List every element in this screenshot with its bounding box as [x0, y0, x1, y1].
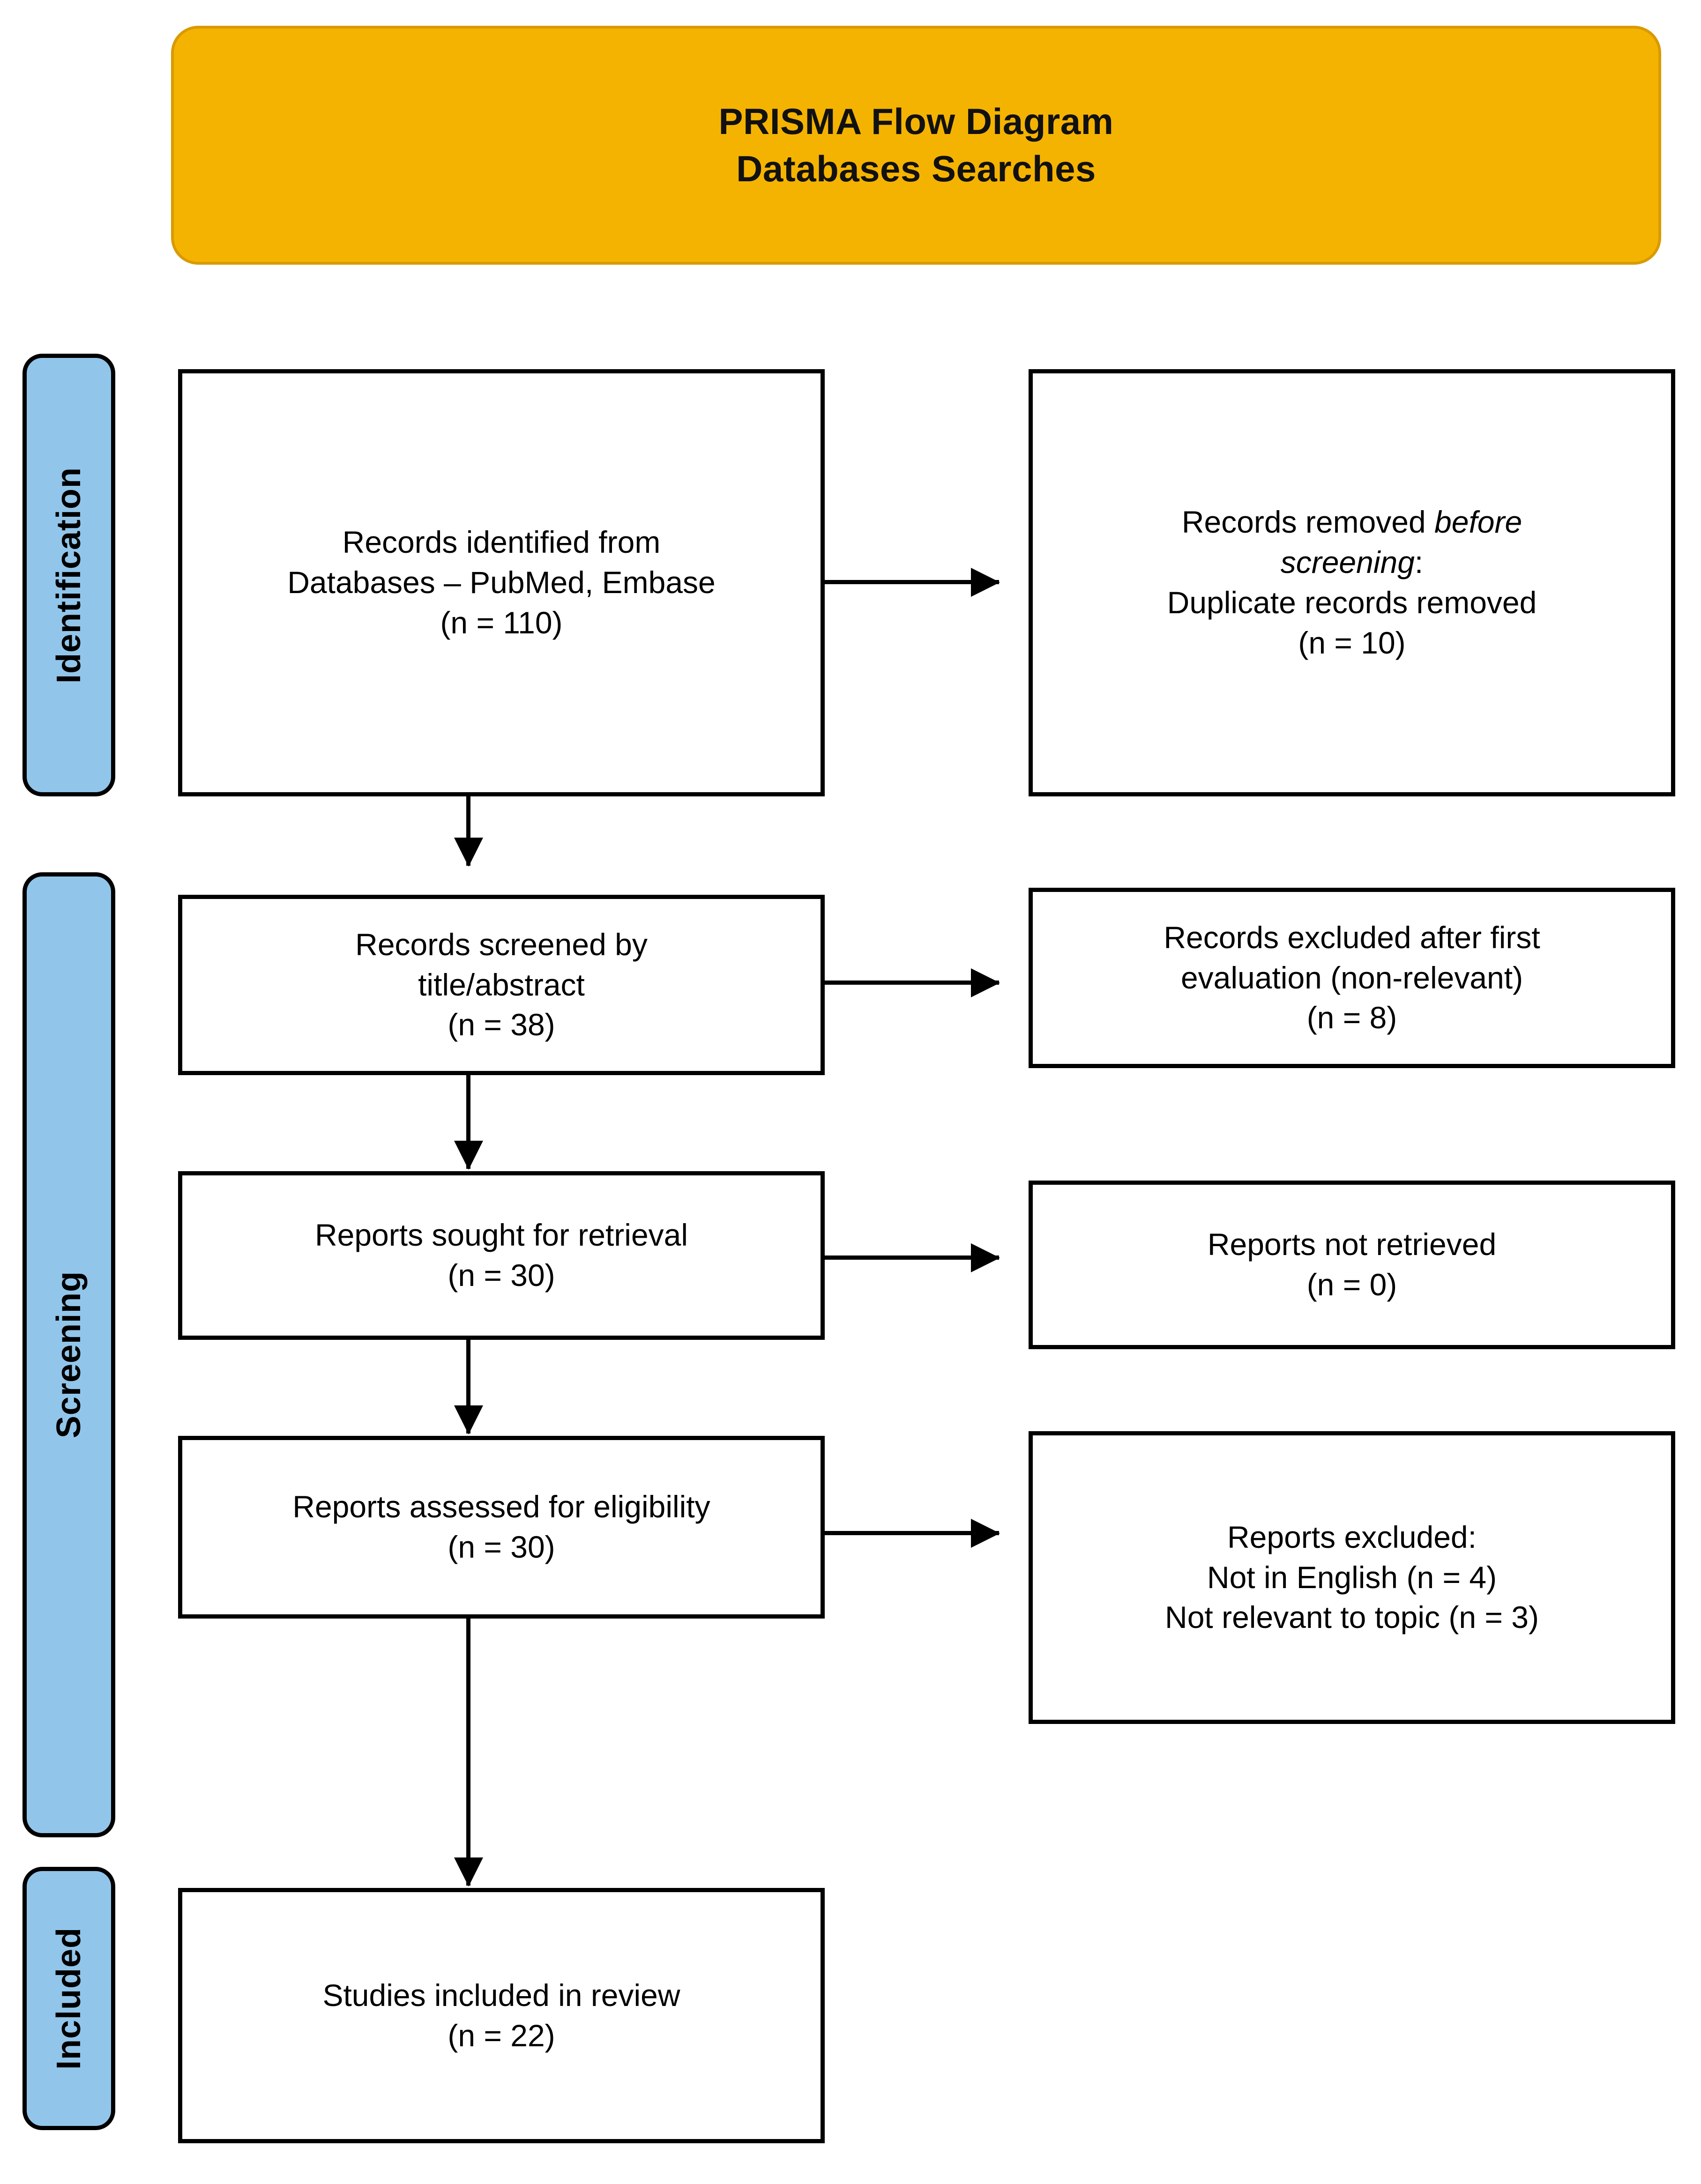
records-screened-count: (n = 38) — [448, 1007, 555, 1042]
box-studies-included: Studies included in review (n = 22) — [178, 1888, 825, 2143]
records-identified-count: (n = 110) — [440, 605, 563, 640]
records-screened-line-2: title/abstract — [418, 967, 585, 1002]
box-records-screened: Records screened by title/abstract (n = … — [178, 895, 825, 1075]
reports-excluded-line-1: Reports excluded: — [1227, 1519, 1477, 1554]
box-reports-not-retrieved: Reports not retrieved (n = 0) — [1029, 1181, 1675, 1349]
arrow-sought-to-not-retrieved — [825, 1255, 999, 1260]
records-identified-line-1: Records identified from — [342, 525, 661, 560]
arrow-screened-to-excluded — [825, 981, 999, 985]
records-excluded-line-2: evaluation (non-relevant) — [1180, 960, 1523, 995]
stage-tab-screening-label: Screening — [50, 1271, 88, 1439]
reports-not-retrieved-count: (n = 0) — [1306, 1267, 1397, 1302]
stage-tab-identification: Identification — [22, 354, 115, 796]
arrow-assessed-to-excluded — [825, 1531, 999, 1535]
reports-assessed-count: (n = 30) — [448, 1530, 555, 1564]
reports-assessed-line-1: Reports assessed for eligibility — [292, 1489, 710, 1524]
stage-tab-included-label: Included — [50, 1927, 88, 2070]
records-removed-line-1-italic: before — [1434, 505, 1522, 540]
studies-included-line-1: Studies included in review — [322, 1977, 680, 2013]
box-reports-sought: Reports sought for retrieval (n = 30) — [178, 1171, 825, 1340]
arrow-sought-to-assessed — [466, 1340, 470, 1434]
box-records-identified: Records identified from Databases – PubM… — [178, 369, 825, 796]
reports-excluded-line-3: Not relevant to topic (n = 3) — [1165, 1600, 1539, 1635]
records-excluded-count: (n = 8) — [1306, 1000, 1397, 1035]
records-screened-line-1: Records screened by — [355, 927, 648, 962]
records-removed-line-1-prefix: Records removed — [1181, 505, 1435, 540]
arrow-identified-to-removed — [825, 580, 999, 584]
records-excluded-line-1: Records excluded after first — [1164, 920, 1540, 955]
reports-not-retrieved-line-1: Reports not retrieved — [1207, 1227, 1497, 1262]
arrow-assessed-to-included — [466, 1619, 470, 1886]
banner-title-line-2: Databases Searches — [736, 148, 1096, 189]
diagram-title-banner: PRISMA Flow Diagram Databases Searches — [171, 26, 1661, 265]
stage-tab-included: Included — [22, 1867, 115, 2130]
stage-tab-identification-label: Identification — [50, 467, 88, 683]
reports-excluded-line-2: Not in English (n = 4) — [1207, 1560, 1497, 1595]
box-records-removed-before-screening: Records removed before screening: Duplic… — [1029, 369, 1675, 796]
reports-sought-count: (n = 30) — [448, 1258, 555, 1293]
box-reports-excluded: Reports excluded: Not in English (n = 4)… — [1029, 1431, 1675, 1724]
records-removed-line-3: Duplicate records removed — [1167, 585, 1537, 620]
reports-sought-line-1: Reports sought for retrieval — [314, 1218, 688, 1253]
arrow-identified-to-screened — [466, 796, 470, 866]
records-identified-line-2: Databases – PubMed, Embase — [287, 565, 716, 600]
banner-title-line-1: PRISMA Flow Diagram — [718, 100, 1114, 142]
box-reports-assessed: Reports assessed for eligibility (n = 30… — [178, 1436, 825, 1619]
records-removed-line-2-colon: : — [1414, 545, 1424, 580]
records-removed-count: (n = 10) — [1298, 625, 1406, 660]
records-removed-line-2-italic: screening — [1280, 545, 1415, 580]
arrow-screened-to-sought — [466, 1075, 470, 1169]
stage-tab-screening: Screening — [22, 872, 115, 1837]
studies-included-count: (n = 22) — [448, 2018, 555, 2053]
box-records-excluded-first-evaluation: Records excluded after first evaluation … — [1029, 888, 1675, 1068]
